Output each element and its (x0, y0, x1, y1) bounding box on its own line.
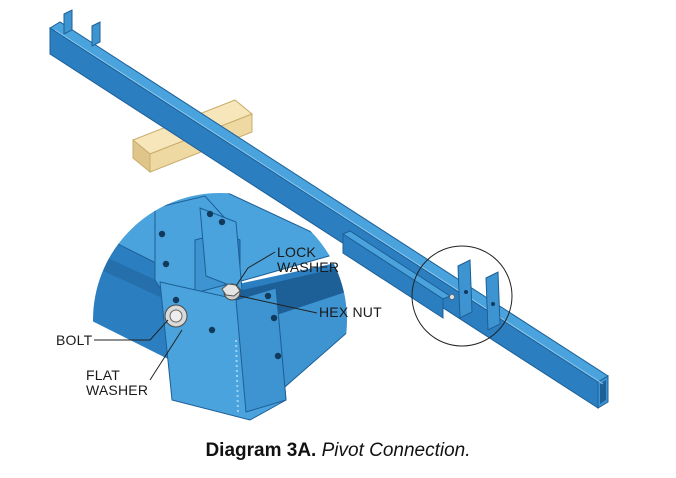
flat-text: FLAT (86, 367, 120, 383)
detail-reference-circle (411, 245, 513, 347)
pivot-bracket (449, 259, 501, 331)
detail-view (91, 191, 349, 449)
bolt-text: BOLT (56, 332, 93, 348)
caption-title: Pivot Connection. (321, 440, 471, 461)
lock-washer-leader (235, 251, 276, 287)
diagram-caption: Diagram 3A. Pivot Connection. (0, 440, 676, 462)
flat-washer-leader (149, 329, 183, 381)
secondary-tube (341, 230, 452, 319)
caption-number: Diagram 3A. (205, 440, 317, 461)
leader-lines (94, 251, 318, 381)
washer-text: WASHER (277, 259, 340, 275)
hex-nut-label: HEX NUT (319, 305, 382, 320)
hex-nut-text: HEX NUT (319, 304, 382, 320)
flat-washer-label: FLAT WASHER (86, 368, 148, 398)
bolt-leader (94, 319, 169, 341)
lock-washer-label: LOCK WASHER (277, 245, 339, 275)
hex-nut-leader (239, 295, 318, 314)
lock-text: LOCK (277, 244, 316, 260)
flat-washer-text: WASHER (86, 382, 149, 398)
bolt-label: BOLT (56, 333, 92, 348)
